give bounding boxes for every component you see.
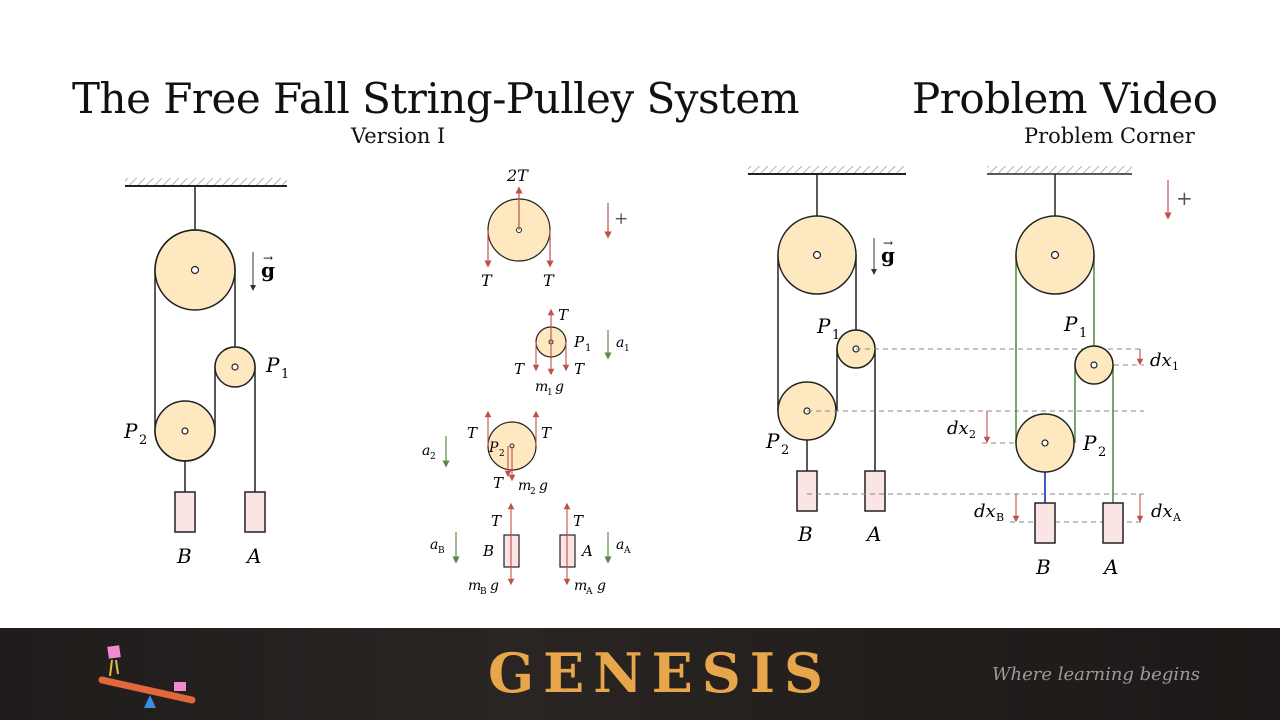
mass-a <box>244 491 266 533</box>
svg-text:2: 2 <box>499 449 505 459</box>
svg-text:P: P <box>573 333 585 351</box>
svg-text:g: g <box>881 243 895 267</box>
svg-text:T: T <box>481 271 493 290</box>
svg-text:m: m <box>518 478 531 494</box>
svg-text:P: P <box>488 440 499 456</box>
svg-text:dx: dx <box>1151 501 1173 522</box>
seesaw-logo-icon <box>98 645 196 708</box>
svg-text:dx: dx <box>947 418 969 439</box>
main-title: The Free Fall String-Pulley System <box>72 74 800 123</box>
svg-text:g: g <box>539 478 548 494</box>
svg-text:g: g <box>597 578 606 594</box>
svg-text:B: B <box>480 587 487 597</box>
svg-text:T: T <box>491 512 502 530</box>
svg-text:A: A <box>865 522 881 546</box>
svg-text:A: A <box>1102 555 1118 579</box>
svg-text:B: B <box>1035 555 1051 579</box>
svg-text:P: P <box>816 314 831 338</box>
svg-text:T: T <box>493 474 504 492</box>
svg-text:P: P <box>265 353 280 377</box>
right-system-initial: g → P 1 P 2 B A <box>748 166 906 546</box>
right-system-displaced: + P 1 P 2 B A dx 1 dx 2 dx B dx A <box>947 166 1193 579</box>
svg-text:+: + <box>614 209 628 229</box>
svg-text:T: T <box>573 512 584 530</box>
svg-text:T: T <box>514 360 525 378</box>
svg-text:→: → <box>263 251 273 265</box>
svg-text:a: a <box>422 443 430 459</box>
svg-text:T: T <box>543 271 555 290</box>
svg-text:T: T <box>558 306 569 324</box>
svg-text:2: 2 <box>969 428 976 441</box>
svg-text:dx: dx <box>1150 350 1172 371</box>
svg-text:A: A <box>580 542 593 560</box>
svg-text:P: P <box>1082 431 1097 455</box>
svg-text:2T: 2T <box>506 166 529 185</box>
svg-text:g: g <box>555 379 564 395</box>
svg-text:B: B <box>438 546 445 556</box>
mass-b <box>174 491 196 533</box>
svg-text:2: 2 <box>781 443 789 458</box>
svg-text:a: a <box>430 537 438 553</box>
svg-text:2: 2 <box>1098 445 1106 460</box>
svg-text:2: 2 <box>530 487 536 497</box>
ceiling-left <box>125 178 287 185</box>
svg-text:A: A <box>1172 511 1182 524</box>
svg-text:2: 2 <box>139 433 147 448</box>
svg-text:1: 1 <box>585 343 591 354</box>
svg-text:m: m <box>535 379 548 395</box>
svg-text:B: B <box>996 511 1004 524</box>
svg-text:P: P <box>765 429 780 453</box>
svg-text:2: 2 <box>430 452 436 462</box>
svg-text:B: B <box>797 522 813 546</box>
svg-text:A: A <box>623 546 631 556</box>
svg-text:T: T <box>574 360 585 378</box>
version-label: Version I <box>351 124 446 148</box>
tagline: Where learning begins <box>992 664 1200 685</box>
svg-text:dx: dx <box>974 501 996 522</box>
label-b: B <box>176 544 192 568</box>
svg-text:a: a <box>616 537 624 553</box>
svg-text:P: P <box>1063 312 1078 336</box>
problem-corner-label: Problem Corner <box>1024 124 1195 148</box>
left-pulley-system: g → P 1 P 2 B A <box>123 178 289 568</box>
svg-text:P: P <box>123 419 138 443</box>
svg-text:1: 1 <box>281 367 289 382</box>
problem-video-title: Problem Video <box>912 74 1218 123</box>
genesis-brand: GENESIS <box>488 641 833 705</box>
svg-text:A: A <box>585 587 593 597</box>
svg-text:B: B <box>482 542 494 560</box>
svg-text:a: a <box>616 335 624 351</box>
svg-text:T: T <box>467 424 478 442</box>
svg-text:m: m <box>468 578 481 594</box>
svg-text:+: + <box>1176 186 1193 210</box>
gravity-label: g <box>261 258 275 282</box>
footer-banner <box>0 628 1280 720</box>
svg-text:T: T <box>541 424 552 442</box>
svg-text:→: → <box>883 236 893 250</box>
svg-text:m: m <box>574 578 587 594</box>
svg-text:1: 1 <box>624 344 630 354</box>
svg-text:1: 1 <box>1079 326 1087 341</box>
svg-text:1: 1 <box>832 328 840 343</box>
label-a: A <box>245 544 261 568</box>
svg-text:1: 1 <box>1172 360 1179 373</box>
svg-text:1: 1 <box>547 388 553 398</box>
free-body-diagrams: 2T T T + T P 1 T T m 1 g a 1 T T P 2 T m <box>422 166 631 597</box>
pulley-diagrams: g → P 1 P 2 B A 2T T T + T P 1 T T m 1 <box>123 166 1193 597</box>
svg-text:g: g <box>490 578 499 594</box>
